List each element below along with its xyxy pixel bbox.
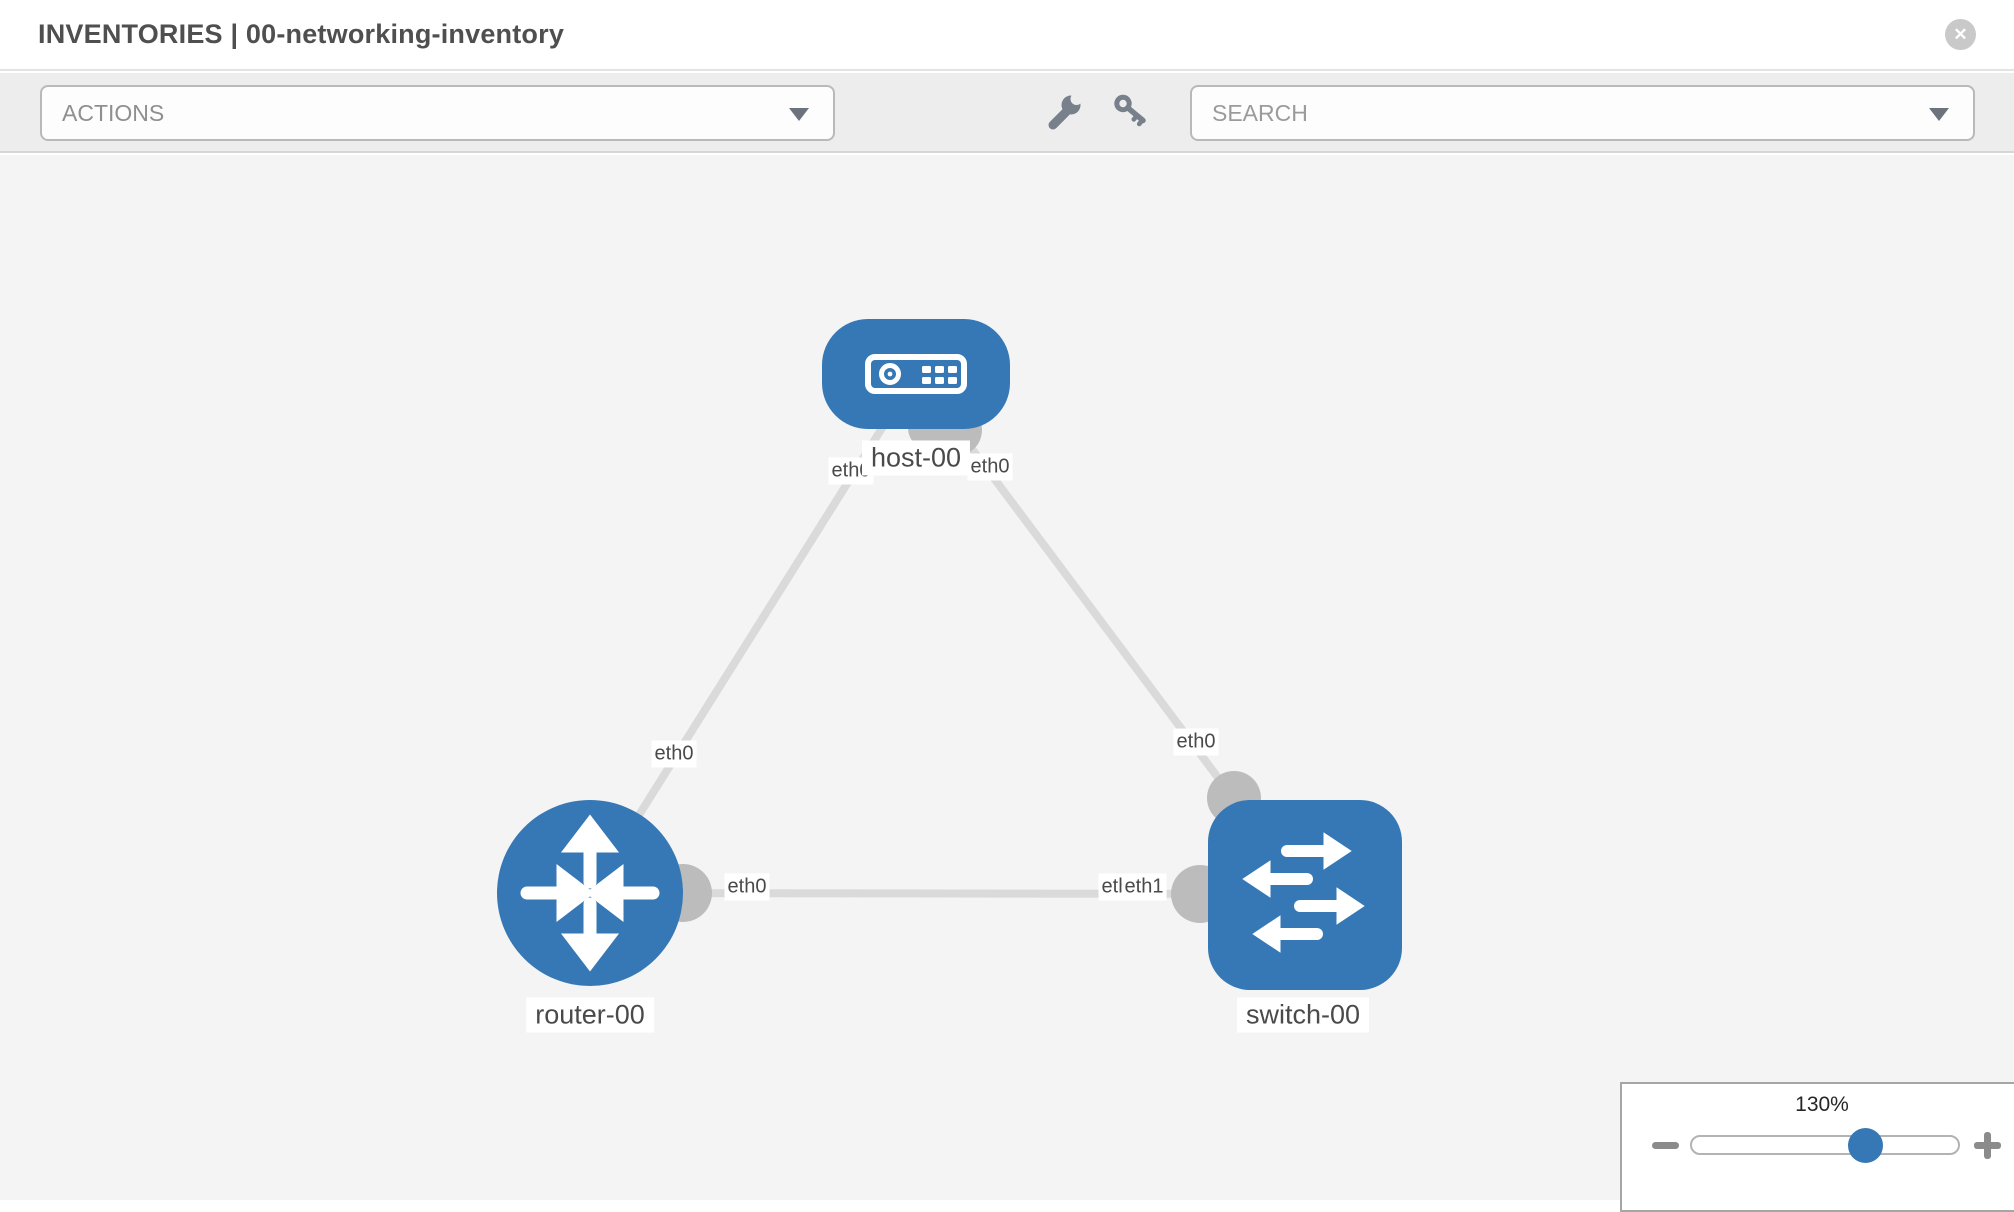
node-router-00[interactable] (497, 800, 683, 986)
chevron-down-icon (1929, 108, 1949, 121)
interface-label: eth1 (1121, 873, 1167, 901)
actions-dropdown[interactable]: ACTIONS (40, 85, 835, 141)
zoom-slider-knob[interactable] (1848, 1128, 1883, 1163)
page-title: INVENTORIES | 00-networking-inventory (38, 19, 565, 49)
interface-label: eth0 (724, 873, 770, 901)
breadcrumb-header: INVENTORIES | 00-networking-inventory ✕ (0, 0, 2014, 71)
zoom-level: 130% (1795, 1093, 1849, 1116)
chevron-down-icon (789, 108, 809, 121)
search-dropdown[interactable] (1190, 85, 1975, 141)
credentials-button[interactable] (1112, 93, 1150, 131)
topology-canvas[interactable]: eth0 eth0 eth0 eth0 eth0 eth0 eth1 host-… (0, 155, 2014, 1200)
configure-button[interactable] (1046, 93, 1084, 131)
wrench-icon (1048, 93, 1083, 130)
zoom-slider[interactable] (1690, 1135, 1960, 1155)
key-icon (1114, 94, 1146, 127)
search-input[interactable] (1192, 99, 1882, 127)
toolbar: ACTIONS (0, 73, 2014, 153)
interface-label: eth0 (967, 453, 1013, 481)
close-icon: ✕ (1953, 25, 1968, 44)
switch-icon (1242, 832, 1365, 953)
node-label-switch-00: switch-00 (1236, 997, 1370, 1033)
zoom-control-panel: 130% (1620, 1082, 2014, 1212)
host-icon (865, 354, 967, 394)
zoom-out-button[interactable] (1652, 1142, 1679, 1149)
node-label-router-00: router-00 (526, 997, 654, 1033)
zoom-in-button[interactable] (1974, 1132, 2001, 1159)
node-host-00[interactable] (822, 319, 1010, 429)
interface-label: eth0 (651, 740, 697, 768)
router-icon (520, 814, 660, 972)
actions-dropdown-label: ACTIONS (62, 99, 165, 126)
node-label-host-00: host-00 (861, 440, 971, 476)
close-button[interactable]: ✕ (1945, 19, 1976, 50)
node-switch-00[interactable] (1208, 800, 1402, 990)
interface-label: eth0 (1173, 728, 1219, 756)
